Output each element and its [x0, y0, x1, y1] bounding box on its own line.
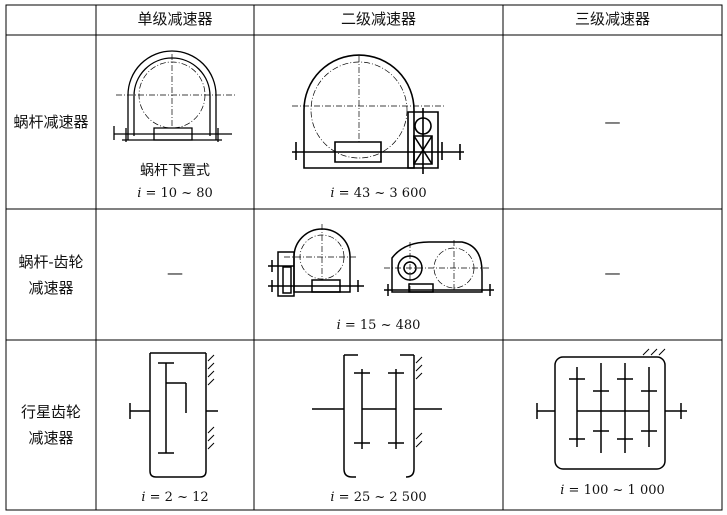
worm-single-stage-subtitle: 蜗杆下置式 — [140, 163, 210, 179]
worm-single-stage-diagram — [96, 40, 254, 170]
header-single-stage: 单级减速器 — [137, 10, 213, 28]
worm-gear-two-stage-ratio-value: = 15 ~ 480 — [344, 318, 421, 333]
worm-gear-single-stage-dash: — — [167, 263, 183, 282]
worm-gear-two-stage-ratio: i = 15 ~ 480 — [254, 318, 503, 333]
worm-gear-two-stage-diagram — [254, 212, 503, 312]
row-label-worm-gear-line2: 减速器 — [28, 278, 74, 297]
planetary-single-stage-ratio-value: = 2 ~ 12 — [149, 490, 209, 505]
worm-single-stage-ratio: i = 10 ~ 80 — [96, 186, 254, 201]
worm-two-stage-ratio: i = 43 ~ 3 600 — [254, 186, 503, 201]
planetary-three-stage-ratio: i = 100 ~ 1 000 — [503, 483, 722, 498]
worm-single-stage-ratio-value: = 10 ~ 80 — [145, 186, 213, 201]
ratio-symbol: i — [560, 483, 565, 498]
worm-gear-three-stage-dash: — — [604, 263, 621, 282]
row-label-planetary-line2: 减速器 — [28, 429, 74, 447]
planetary-single-stage-diagram — [96, 343, 254, 488]
row-label-planetary-line1: 行星齿轮 — [20, 403, 81, 421]
planetary-three-stage-diagram — [503, 343, 722, 478]
header-two-stage: 二级减速器 — [340, 10, 416, 28]
planetary-two-stage-diagram — [254, 343, 503, 488]
planetary-two-stage-ratio-value: = 25 ~ 2 500 — [338, 490, 427, 505]
planetary-single-stage-ratio: i = 2 ~ 12 — [96, 490, 254, 505]
worm-two-stage-ratio-value: = 43 ~ 3 600 — [338, 186, 427, 201]
worm-three-stage-dash: — — [604, 112, 621, 131]
ratio-symbol: i — [141, 490, 146, 505]
worm-two-stage-diagram — [254, 38, 503, 188]
ratio-symbol: i — [330, 186, 335, 201]
row-label-worm-line1: 蜗杆减速器 — [13, 113, 89, 131]
row-label-planetary: 行星齿轮 减速器 — [6, 340, 96, 510]
ratio-symbol: i — [330, 490, 335, 505]
row-label-worm-gear-line1: 蜗杆-齿轮 — [18, 252, 84, 271]
planetary-two-stage-ratio: i = 25 ~ 2 500 — [254, 490, 503, 505]
row-label-worm-gear: 蜗杆-齿轮 减速器 — [6, 209, 96, 340]
ratio-symbol: i — [137, 186, 142, 201]
row-label-worm: 蜗杆减速器 — [6, 35, 96, 209]
header-three-stage: 三级减速器 — [574, 10, 650, 28]
planetary-three-stage-ratio-value: = 100 ~ 1 000 — [568, 483, 665, 498]
ratio-symbol: i — [336, 318, 341, 333]
